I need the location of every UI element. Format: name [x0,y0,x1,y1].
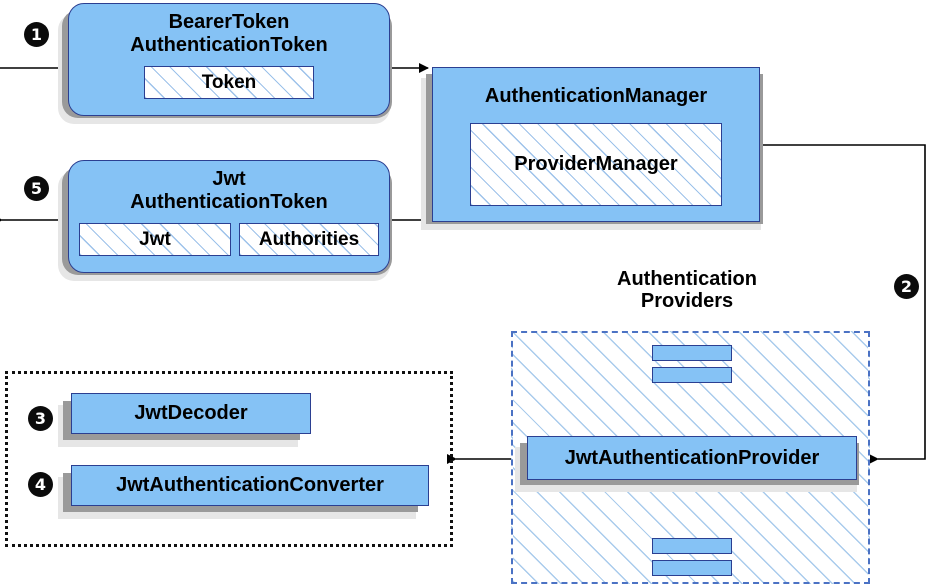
bearer-token-title-line1: BearerToken [168,11,290,33]
provider-stack-bar-bottom-2 [652,560,732,576]
node-jwt-authentication-token[interactable]: Jwt AuthenticationToken Jwt Authorities [68,160,390,273]
provider-stack-bar-top-1 [652,345,732,361]
authentication-manager-title: AuthenticationManager [484,85,708,107]
jwt-token-inner-jwt: Jwt [79,223,231,257]
support-components-container [5,371,453,547]
jwt-token-inner-authorities: Authorities [239,223,379,257]
node-authentication-manager[interactable]: AuthenticationManager ProviderManager [432,67,760,222]
node-jwt-authentication-provider[interactable]: JwtAuthenticationProvider [527,436,857,480]
step-bullet-3: 3 [28,406,53,431]
provider-stack-bar-top-2 [652,367,732,383]
authentication-providers-caption-line2: Providers [640,290,734,313]
step-bullet-2: 2 [894,274,919,299]
node-jwt-decoder[interactable]: JwtDecoder [71,393,311,434]
authentication-manager-inner-provider-manager: ProviderManager [470,123,722,206]
step-bullet-1: 1 [24,22,49,47]
jwt-token-title-line1: Jwt [212,168,246,190]
bearer-token-inner-token: Token [144,66,314,100]
jwt-token-title-line2: AuthenticationToken [130,191,328,214]
provider-stack-bar-bottom-1 [652,538,732,554]
step-bullet-5: 5 [24,176,49,201]
authentication-providers-caption: Authentication Providers [572,268,802,313]
node-jwt-authentication-converter[interactable]: JwtAuthenticationConverter [71,465,429,506]
step-bullet-4: 4 [28,472,53,497]
node-bearer-token-authentication-token[interactable]: BearerToken AuthenticationToken Token [68,3,390,116]
bearer-token-title-line2: AuthenticationToken [130,34,328,57]
authentication-providers-caption-line1: Authentication [617,268,757,290]
